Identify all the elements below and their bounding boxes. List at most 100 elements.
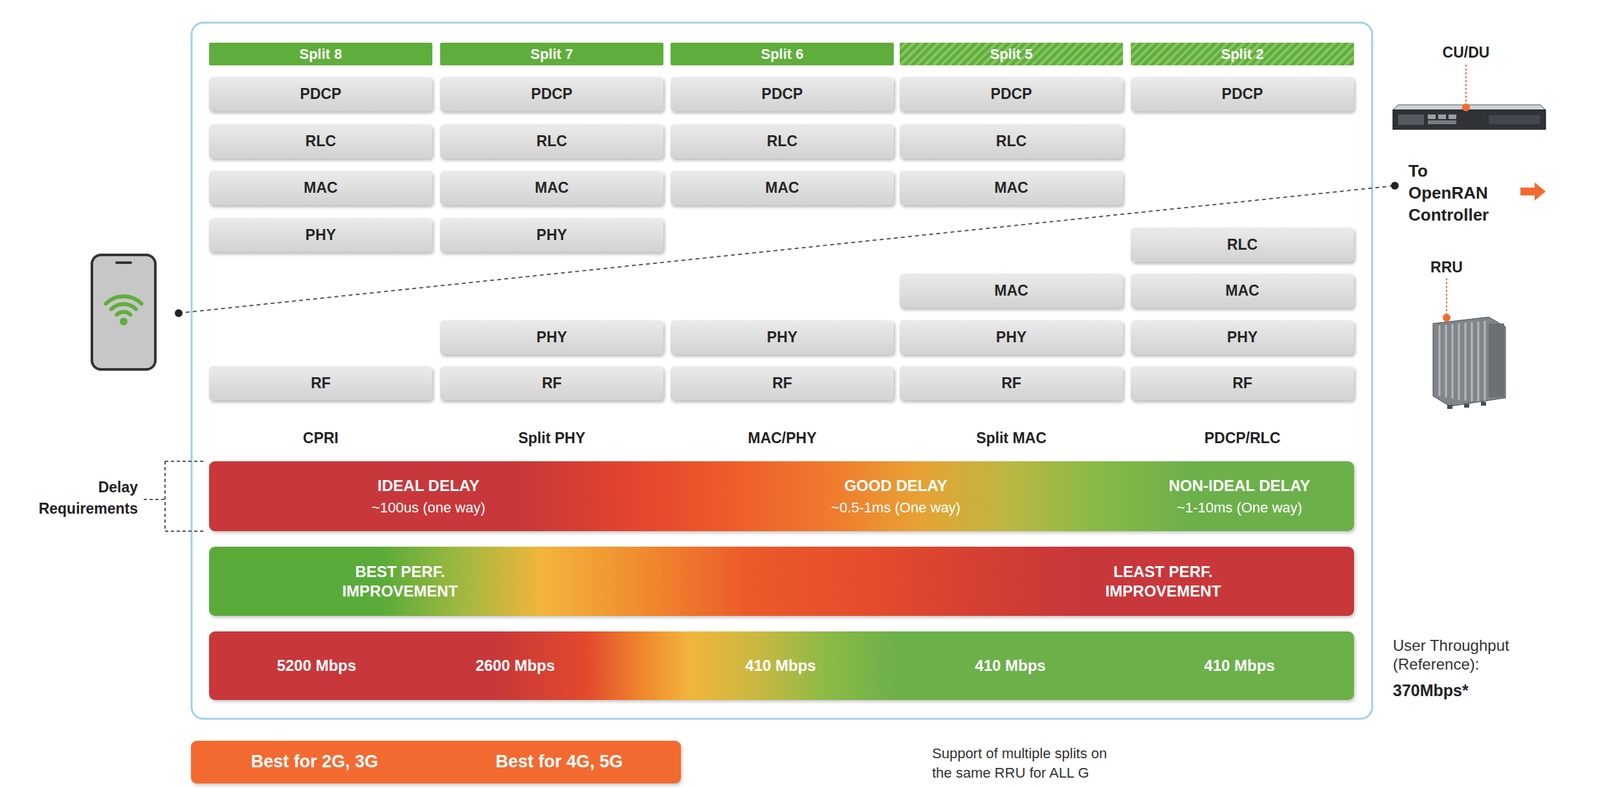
box-label: Split 5 — [989, 45, 1033, 63]
box-label: Split 2 — [1220, 45, 1264, 63]
outer-frame — [191, 22, 1373, 720]
protocol-layer-box: PDCP — [670, 77, 894, 112]
band-text: 2600 Mbps — [475, 656, 556, 676]
box-label: RF — [1232, 374, 1253, 393]
box-label: RLC — [766, 132, 798, 151]
protocol-layer-box: PHY — [440, 218, 664, 253]
band-text: Best for 2G, 3G — [251, 751, 379, 774]
box-label: RLC — [536, 132, 567, 151]
box-label: MAC — [534, 179, 569, 197]
band-text: 5200 Mbps — [277, 656, 357, 676]
protocol-layer-box: RF — [209, 366, 433, 401]
band-text: 410 Mbps — [974, 656, 1046, 676]
generation-band: Best for 2G, 3G Best for 4G, 5G — [190, 741, 681, 784]
protocol-layer-box: MAC — [899, 170, 1123, 206]
protocol-layer-box: PDCP — [209, 77, 433, 112]
box-label: RF — [310, 374, 331, 393]
box-label: RLC — [1227, 236, 1258, 254]
split-header: Split 8 — [209, 42, 433, 66]
performance-band: BEST PERF. IMPROVEMENT LEAST PERF. IMPROV… — [209, 546, 1355, 617]
protocol-layer-box: PHY — [440, 320, 664, 355]
box-label: MAC — [994, 179, 1028, 197]
box-label: MAC — [1225, 282, 1259, 300]
protocol-layer-box: PDCP — [899, 77, 1123, 112]
protocol-layer-box: PDCP — [440, 77, 664, 112]
band-text: ~1-10ms (One way) — [1176, 499, 1303, 518]
annotation-label: Split PHY — [440, 429, 664, 448]
box-label: RF — [772, 374, 793, 393]
protocol-layer-box: RLC — [1130, 227, 1355, 263]
box-label: MAC — [303, 179, 338, 197]
box-label: PHY — [536, 328, 567, 347]
delay-band: IDEAL DELAY~100us (one way)GOOD DELAY~0.… — [209, 461, 1355, 532]
annotation-label: User Throughput (Reference): — [1392, 636, 1555, 675]
split-header: Split 2 — [1130, 42, 1355, 66]
box-label: RLC — [305, 132, 336, 151]
throughput-band: 5200 Mbps2600 Mbps410 Mbps410 Mbps410 Mb… — [209, 631, 1355, 701]
box-label: RLC — [996, 132, 1027, 151]
split-header: Split 7 — [440, 42, 664, 66]
annotation-label: To OpenRAN Controller — [1408, 160, 1500, 226]
protocol-layer-box: RLC — [209, 124, 433, 159]
band-text: ~0.5-1ms (One way) — [831, 499, 961, 518]
box-label: PHY — [996, 328, 1027, 347]
protocol-layer-box: MAC — [209, 170, 433, 206]
protocol-layer-box: PHY — [209, 218, 433, 253]
protocol-layer-box: MAC — [670, 170, 894, 206]
box-label: Split 8 — [299, 45, 342, 63]
box-label: PDCP — [531, 85, 573, 103]
rru-unit — [1433, 278, 1506, 410]
annotation-label: PDCP/RLC — [1130, 429, 1355, 448]
protocol-layer-box: RLC — [899, 124, 1123, 159]
annotation-label: RRU — [1414, 258, 1479, 278]
annotation-label: 370Mbps* — [1392, 680, 1555, 701]
phone-icon — [91, 255, 156, 370]
box-label: MAC — [765, 179, 799, 197]
box-label: RF — [541, 374, 562, 393]
band-text: Best for 4G, 5G — [495, 751, 624, 774]
box-label: PHY — [305, 226, 336, 245]
annotation-label: Delay Requirements — [27, 477, 138, 520]
protocol-layer-box: RF — [440, 366, 664, 401]
annotation-label: Support of multiple splits on the same R… — [932, 744, 1120, 784]
protocol-layer-box: RF — [670, 366, 894, 401]
annotation-label: MAC/PHY — [670, 429, 894, 448]
box-label: PHY — [766, 328, 798, 347]
box-label: PHY — [1227, 328, 1258, 347]
band-text: NON-IDEAL DELAY — [1168, 476, 1311, 496]
cu-du-server — [1392, 64, 1546, 130]
protocol-layer-box: MAC — [1130, 273, 1355, 309]
box-label: PDCP — [761, 85, 804, 103]
protocol-layer-box: RF — [899, 366, 1123, 401]
protocol-layer-box: MAC — [899, 273, 1123, 309]
split-header: Split 5 — [899, 42, 1123, 66]
protocol-layer-box: PHY — [670, 320, 894, 355]
band-text: 410 Mbps — [1203, 656, 1275, 676]
box-label: PDCP — [300, 85, 342, 103]
box-label: PDCP — [1222, 85, 1264, 103]
box-label: MAC — [994, 282, 1028, 300]
annotation-label: CPRI — [209, 429, 433, 448]
band-text: BEST PERF. IMPROVEMENT — [325, 562, 475, 602]
annotation-label: CU/DU — [1433, 44, 1499, 63]
protocol-layer-box: PHY — [1130, 320, 1355, 355]
box-label: PDCP — [990, 85, 1033, 103]
protocol-layer-box: RF — [1130, 366, 1355, 401]
box-label: Split 7 — [530, 45, 573, 63]
protocol-layer-box: PDCP — [1130, 77, 1355, 112]
delay-bracket — [143, 461, 206, 532]
protocol-layer-box: MAC — [440, 170, 664, 206]
controller-arrow — [1520, 182, 1546, 201]
protocol-layer-box: RLC — [670, 124, 894, 159]
split-header: Split 6 — [670, 42, 894, 66]
protocol-layer-box: RLC — [440, 124, 664, 159]
band-text: LEAST PERF. IMPROVEMENT — [1088, 562, 1238, 602]
protocol-layer-box: PHY — [899, 320, 1123, 355]
band-text: IDEAL DELAY — [377, 476, 479, 496]
annotation-label: Split MAC — [899, 429, 1123, 448]
box-label: PHY — [536, 226, 567, 245]
box-label: Split 6 — [760, 45, 804, 63]
band-text: GOOD DELAY — [844, 476, 947, 496]
box-label: RF — [1001, 374, 1022, 393]
